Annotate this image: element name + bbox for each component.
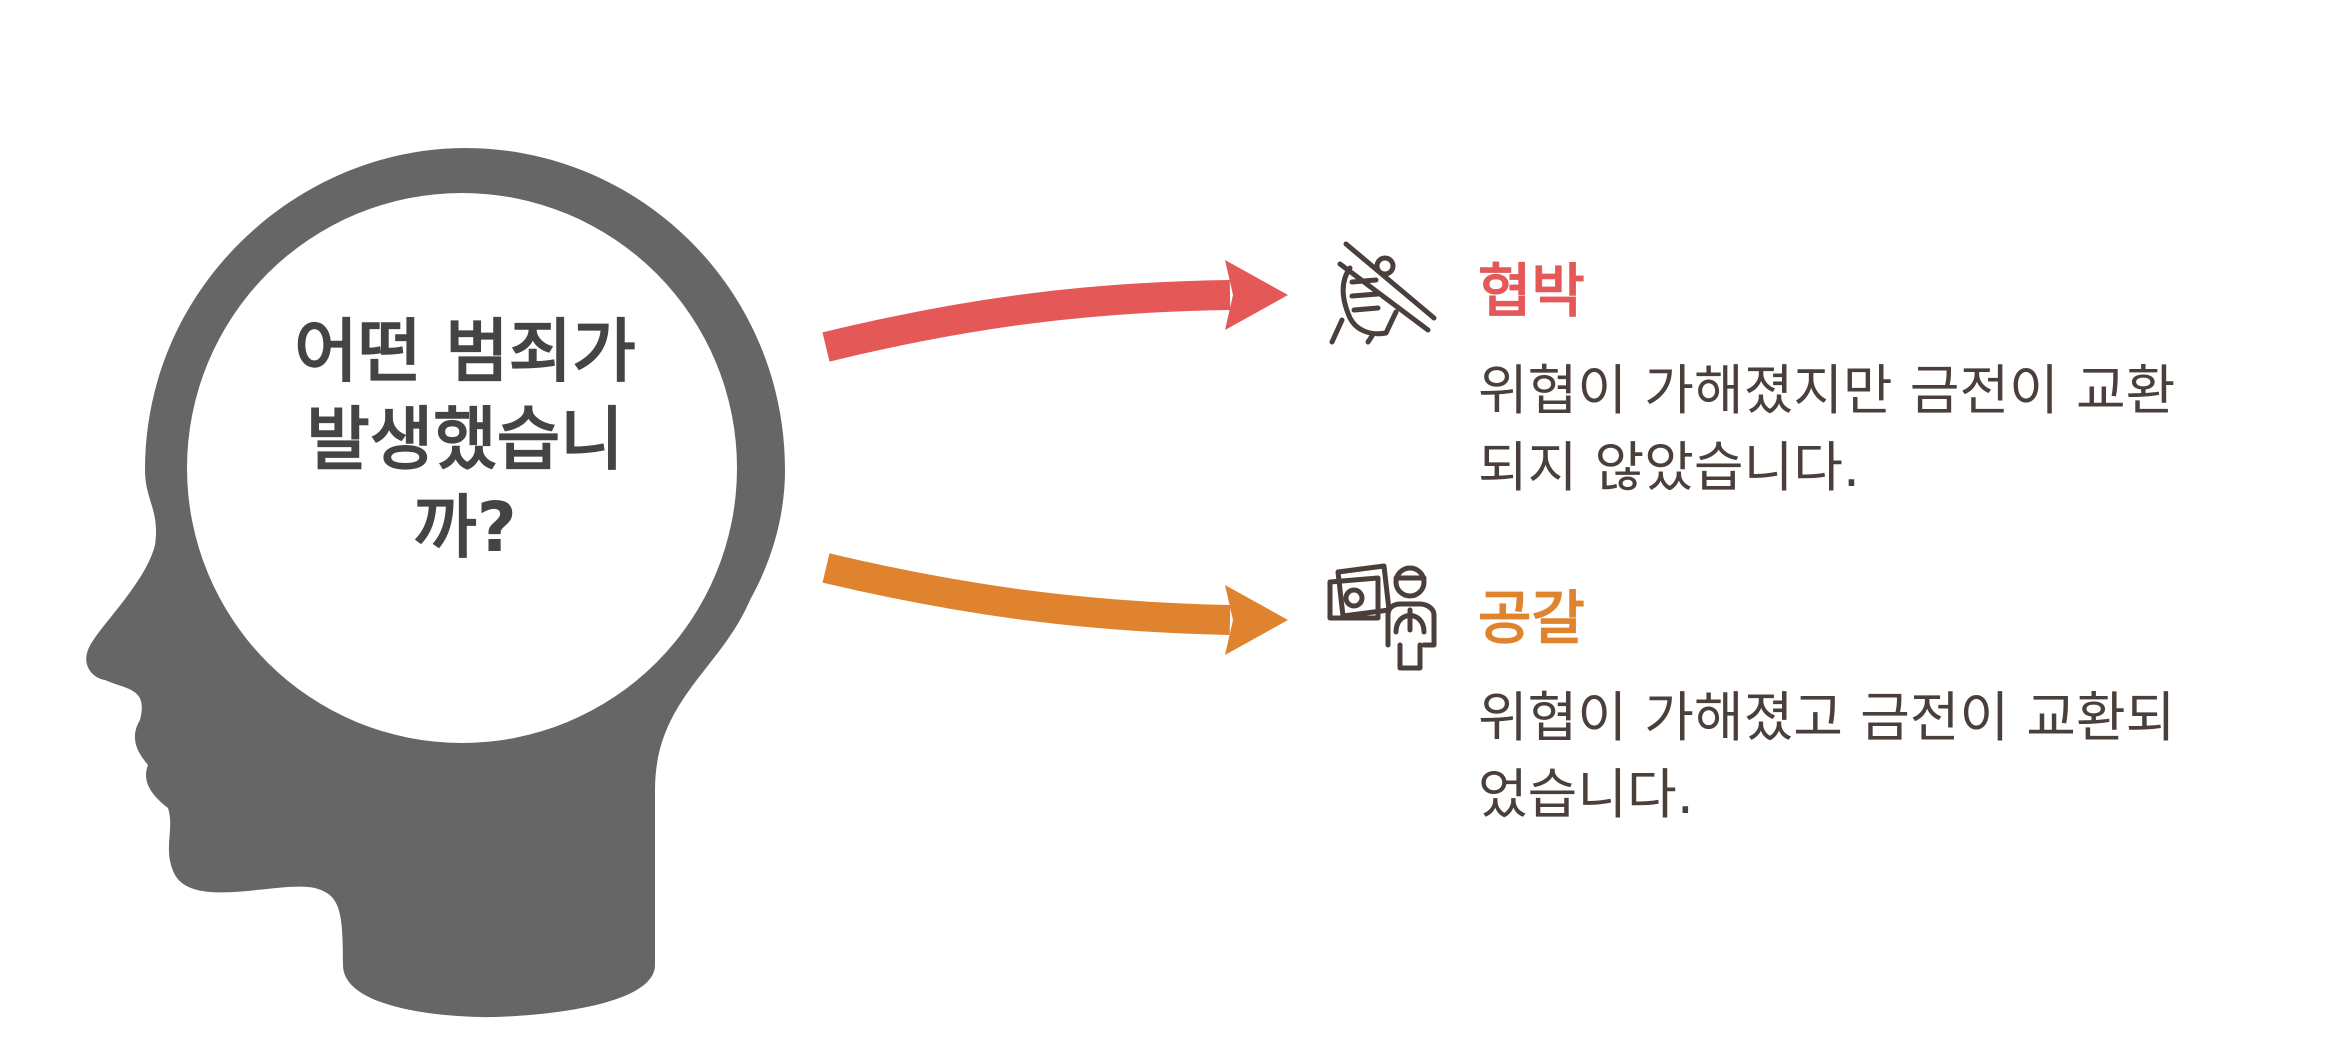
arrow-threat [822, 280, 1231, 362]
option-threat-title: 협박 [1478, 257, 1585, 325]
person-with-money-icon [1327, 563, 1437, 671]
head-inner-circle [187, 193, 737, 743]
option-threat: 협박 위협이 가해졌지만 금전이 교환 되지 않았습니다. [1478, 256, 2278, 506]
option-extortion: 공갈 위협이 가해졌고 금전이 교환되 었습니다. [1478, 583, 2278, 833]
option-threat-description: 위협이 가해졌지만 금전이 교환 되지 않았습니다. [1478, 359, 2176, 499]
arrow-extortion [822, 553, 1231, 635]
arrow-threat-head [1225, 260, 1288, 330]
option-extortion-description: 위협이 가해졌고 금전이 교환되 었습니다. [1478, 686, 2176, 826]
option-extortion-title: 공갈 [1478, 584, 1585, 652]
arrow-extortion-head [1225, 585, 1288, 655]
hand-holding-knife-icon [1329, 241, 1437, 345]
central-question: 어떤 범죄가 발생했습니 까? [294, 312, 636, 568]
